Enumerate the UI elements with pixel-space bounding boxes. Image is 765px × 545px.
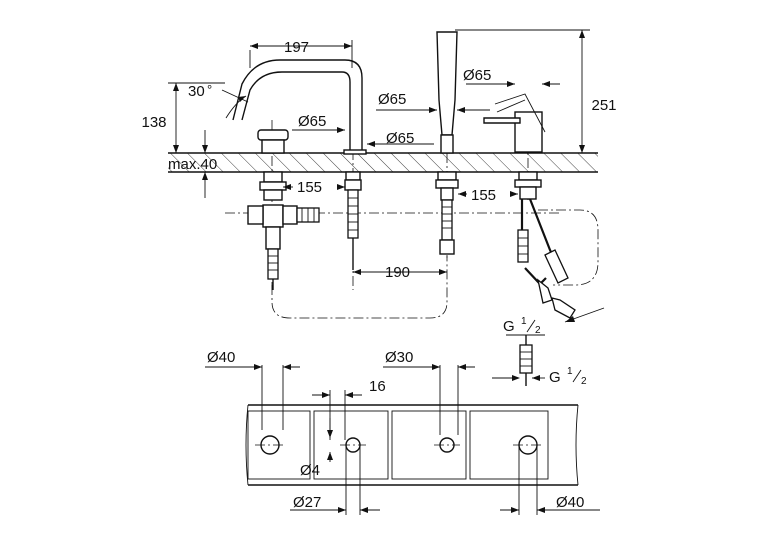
label-dia65-right: Ø65 (463, 67, 491, 84)
label-dia40-right: Ø40 (556, 494, 584, 511)
diverter-knob (247, 129, 320, 290)
spout-hose (347, 189, 359, 270)
label-190: 190 (385, 264, 410, 281)
label-dia40-left: Ø40 (207, 349, 235, 366)
label-155-right: 155 (471, 187, 496, 204)
label-degree: ° (207, 82, 212, 97)
label-dia27: Ø27 (293, 494, 321, 511)
label-g-upper-num: 1 (521, 316, 527, 327)
label-30: 30 (188, 83, 205, 100)
label-16: 16 (369, 378, 386, 395)
label-dia30: Ø30 (385, 349, 413, 366)
label-138: 138 (141, 114, 166, 131)
label-g-lower: G (549, 369, 561, 386)
mixer-handle (483, 93, 546, 200)
label-197: 197 (284, 39, 309, 56)
label-dia65-spout: Ø65 (298, 113, 326, 130)
label-g-lower-num: 1 (567, 366, 573, 377)
mixer-hoses (517, 198, 576, 319)
label-251: 251 (591, 97, 616, 114)
label-dia65-handle: Ø65 (386, 130, 414, 147)
label-g-lower-den: 2 (581, 376, 587, 387)
label-dia4: Ø4 (300, 462, 320, 479)
spout (232, 59, 367, 191)
cutout-plan (205, 364, 600, 515)
connection-hose-end (519, 335, 533, 386)
worktop-section (168, 152, 598, 173)
hand-shower (435, 31, 459, 255)
label-dia65-shower: Ø65 (378, 91, 406, 108)
label-g-upper: G (503, 318, 515, 335)
label-g-upper-den: 2 (535, 325, 541, 336)
label-155-left: 155 (297, 179, 322, 196)
label-max40: max.40 (168, 156, 217, 173)
dimension-lines (168, 29, 605, 381)
